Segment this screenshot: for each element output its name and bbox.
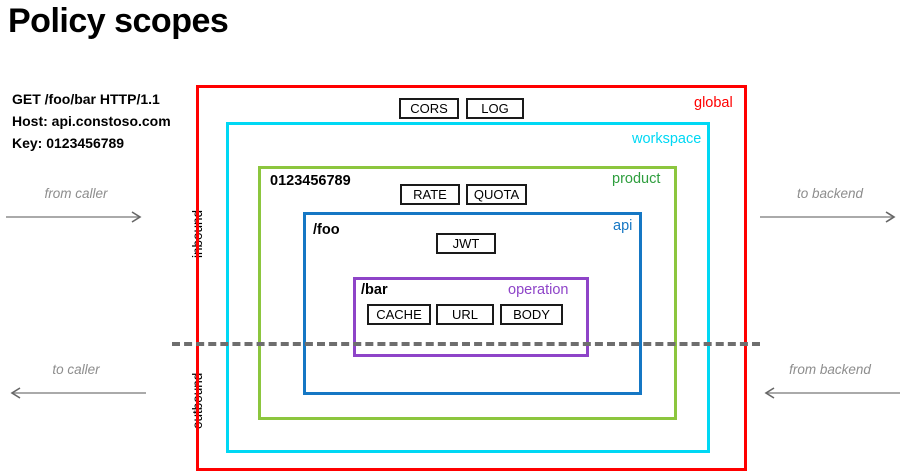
arrow-left-icon [764,387,900,399]
scope-box-api[interactable] [303,212,642,395]
arrow-right-icon [6,211,142,223]
scope-box-operation[interactable] [353,277,589,357]
policy-chip-url[interactable]: URL [436,304,494,325]
policy-chip-quota[interactable]: QUOTA [466,184,527,205]
scope-label-workspace: workspace [632,131,702,147]
arrow-left-icon [10,387,146,399]
page-title: Policy scopes [8,2,229,40]
policy-chip-cache[interactable]: CACHE [367,304,431,325]
policy-chip-cors[interactable]: CORS [399,98,459,119]
policy-chip-log[interactable]: LOG [466,98,524,119]
flow-to-caller: to caller [6,362,146,406]
flow-to-caller-label: to caller [52,362,100,377]
scope-label-global: global [694,95,733,111]
scope-box-workspace[interactable] [226,122,710,453]
product-identifier: 0123456789 [270,173,351,189]
policy-chip-jwt[interactable]: JWT [436,233,496,254]
inbound-outbound-divider [172,342,760,346]
flow-to-backend: to backend [760,186,900,230]
policy-chip-rate[interactable]: RATE [400,184,460,205]
scope-box-global[interactable] [196,85,747,471]
scope-label-api: api [613,218,633,234]
flow-to-backend-label: to backend [796,186,864,201]
policy-chip-body[interactable]: BODY [500,304,563,325]
request-line-key: Key: 0123456789 [12,135,125,151]
flow-from-caller: from caller [6,186,146,230]
flow-from-backend: from backend [760,362,900,406]
scope-label-product: product [612,171,661,187]
api-identifier: /foo [313,222,340,238]
request-line-method: GET /foo/bar HTTP/1.1 [12,91,160,107]
scope-box-product[interactable] [258,166,677,420]
flow-from-caller-label: from caller [44,186,108,201]
operation-identifier: /bar [361,282,388,298]
flow-from-backend-label: from backend [789,362,871,377]
scope-label-operation: operation [508,282,569,298]
arrow-right-icon [760,211,896,223]
request-line-host: Host: api.constoso.com [12,113,171,129]
http-request-block: GET /foo/bar HTTP/1.1 Host: api.constoso… [12,88,171,154]
